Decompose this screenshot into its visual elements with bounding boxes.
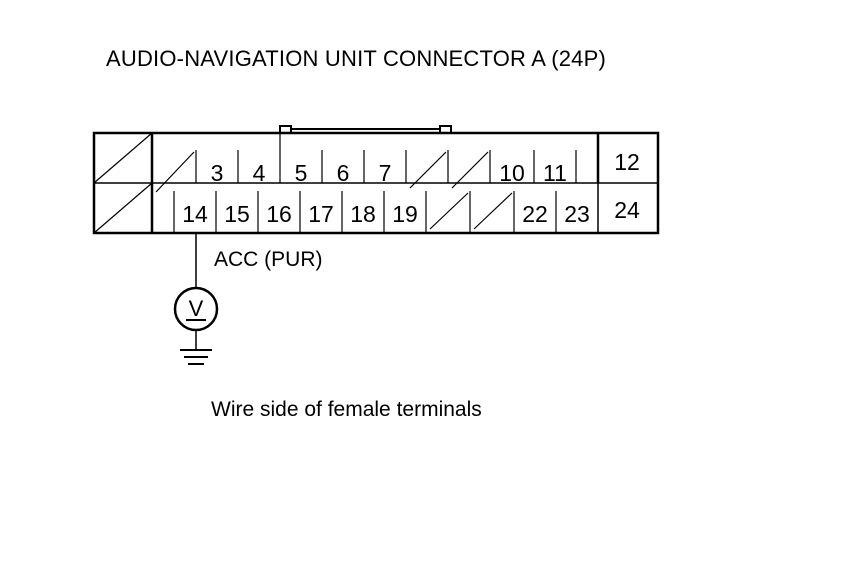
wire-label: ACC (PUR) (214, 248, 323, 271)
terminal-14: 14 (182, 201, 208, 227)
terminal-15: 15 (224, 201, 250, 227)
terminal-6: 6 (337, 160, 350, 186)
terminal-19: 19 (392, 201, 418, 227)
terminal-24: 24 (614, 197, 640, 223)
terminal-4: 4 (253, 160, 266, 186)
terminal-12: 12 (614, 149, 640, 175)
terminal-5: 5 (295, 160, 308, 186)
terminal-11: 11 (543, 160, 567, 186)
terminal-18: 18 (350, 201, 376, 227)
connector-body (92, 125, 660, 235)
terminal-16: 16 (266, 201, 292, 227)
diagram-caption: Wire side of female terminals (211, 398, 482, 421)
voltmeter-symbol: V (189, 296, 204, 321)
terminal-17: 17 (308, 201, 334, 227)
diagram-title: AUDIO-NAVIGATION UNIT CONNECTOR A (24P) (106, 46, 607, 71)
terminal-22: 22 (522, 201, 548, 227)
terminal-23: 23 (564, 201, 590, 227)
terminal-10: 10 (499, 160, 525, 186)
terminal-3: 3 (211, 160, 224, 186)
terminal-7: 7 (379, 160, 392, 186)
ground-icon (180, 349, 212, 365)
voltmeter-icon: V (173, 286, 219, 332)
